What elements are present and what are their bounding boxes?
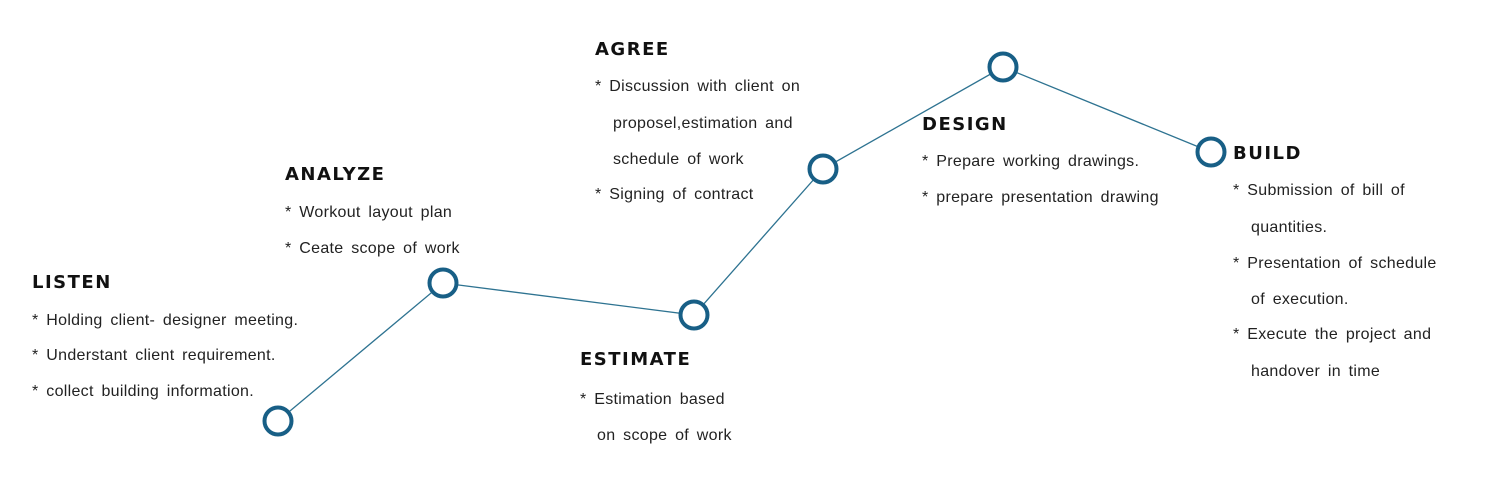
stage-estimate-line-2: on scope of work [597, 427, 732, 444]
stage-analyze-line-1: * Workout layout plan [285, 204, 453, 221]
node-design [987, 51, 1019, 83]
node-build [1195, 136, 1227, 168]
stage-build-line-1: * Submission of bill of [1233, 182, 1405, 199]
stage-build-line-2: quantities. [1251, 219, 1328, 236]
node-analyze [427, 267, 459, 299]
node-estimate [678, 299, 710, 331]
flow-connector-line [277, 66, 1212, 422]
stage-design-line-1: * Prepare working drawings. [922, 153, 1140, 170]
stage-agree-line-2: proposel,estimation and [613, 115, 793, 132]
stage-analyze-line-2: * Ceate scope of work [285, 240, 460, 257]
stage-listen-line-2: * Understant client requirement. [32, 347, 276, 364]
node-agree [807, 153, 839, 185]
stage-agree-line-3: schedule of work [613, 151, 744, 168]
stage-agree-line-4: * Signing of contract [595, 186, 754, 203]
stage-title-estimate: ESTIMATE [580, 349, 692, 370]
stage-title-analyze: ANALYZE [285, 164, 386, 185]
stage-listen-line-3: * collect building information. [32, 383, 254, 400]
stage-build-line-4: of execution. [1251, 291, 1349, 308]
stage-title-build: BUILD [1233, 143, 1302, 164]
stage-title-design: DESIGN [922, 114, 1008, 135]
stage-design-line-2: * prepare presentation drawing [922, 189, 1159, 206]
stage-agree-line-1: * Discussion with client on [595, 78, 801, 95]
node-listen [262, 405, 294, 437]
stage-listen-line-1: * Holding client- designer meeting. [32, 312, 299, 329]
stage-build-line-6: handover in time [1251, 363, 1381, 380]
stage-title-listen: LISTEN [32, 272, 112, 293]
stage-estimate-line-1: * Estimation based [580, 391, 725, 408]
stage-title-agree: AGREE [595, 39, 670, 60]
stage-build-line-3: * Presentation of schedule [1233, 255, 1437, 272]
stage-build-line-5: * Execute the project and [1233, 326, 1432, 343]
